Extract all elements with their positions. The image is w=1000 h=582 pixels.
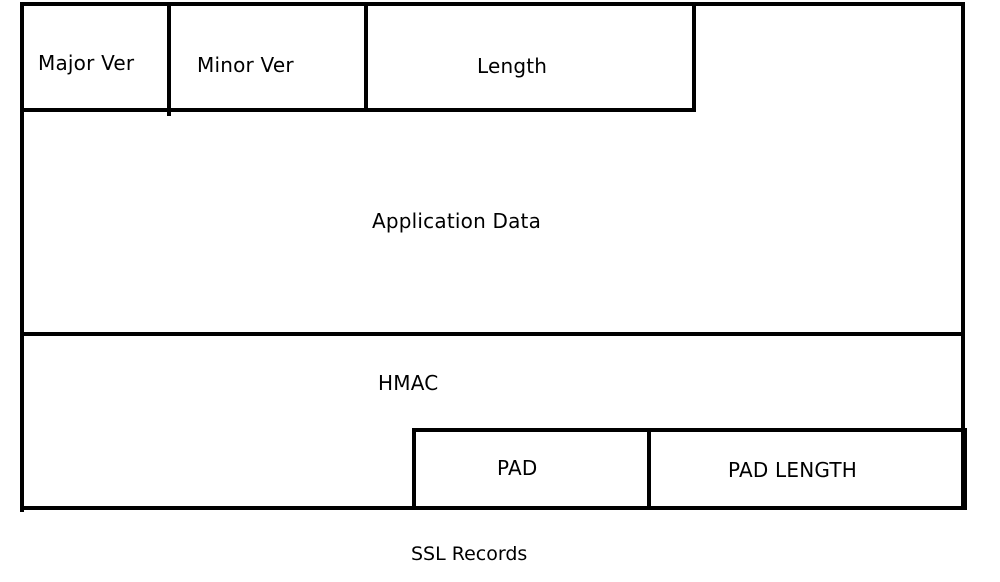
diagram-caption: SSL Records bbox=[411, 543, 528, 565]
outer-frame-right-border bbox=[961, 2, 965, 510]
major-ver-label: Major Ver bbox=[38, 51, 135, 75]
outer-frame-top-border bbox=[20, 2, 965, 6]
length-right-border bbox=[692, 2, 696, 112]
pad-length-label: PAD LENGTH bbox=[728, 458, 858, 482]
pad-length-right-border bbox=[963, 428, 967, 510]
minor-length-divider bbox=[364, 2, 368, 110]
minor-ver-label: Minor Ver bbox=[197, 53, 294, 77]
pad-left-border bbox=[412, 428, 416, 510]
application-data-label: Application Data bbox=[372, 209, 542, 233]
major-minor-divider bbox=[167, 2, 171, 116]
outer-frame-left-border bbox=[20, 2, 24, 512]
header-row-bottom-border bbox=[20, 108, 696, 112]
outer-frame-bottom-border bbox=[20, 506, 967, 510]
length-label: Length bbox=[477, 54, 548, 78]
application-data-bottom-border bbox=[20, 332, 965, 336]
hmac-label: HMAC bbox=[378, 371, 439, 395]
pad-row-top-border bbox=[412, 428, 967, 432]
pad-label: PAD bbox=[497, 456, 538, 480]
pad-padlength-divider bbox=[647, 428, 651, 508]
